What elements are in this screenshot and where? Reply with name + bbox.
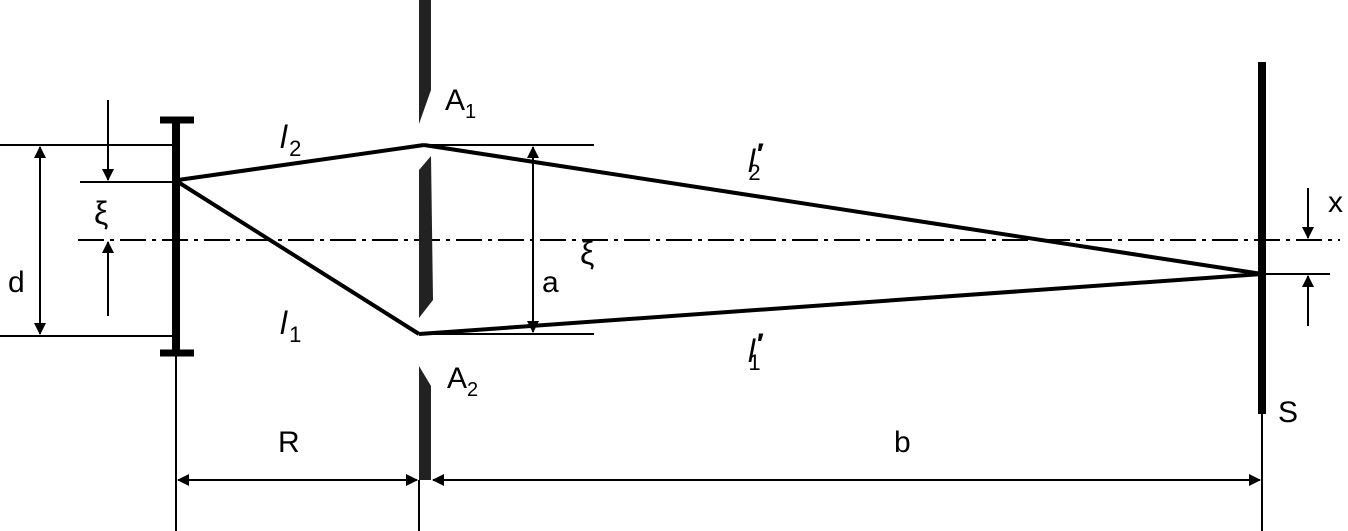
label-x: x <box>1328 186 1343 219</box>
slit-plate <box>418 0 433 531</box>
ray-l2-prime <box>423 143 1263 276</box>
label-b: b <box>894 426 911 459</box>
label-a: a <box>542 266 559 299</box>
label-l2: l2 <box>280 119 301 161</box>
label-l2-prime: l′2 <box>748 138 764 185</box>
label-xi-source: ξ <box>94 195 108 231</box>
label-a1: A1 <box>445 84 476 123</box>
slit-plate-top <box>419 0 431 124</box>
ray-l2 <box>177 143 425 182</box>
label-a2: A2 <box>447 362 478 401</box>
slit-plate-middle <box>419 156 433 318</box>
label-xi-image: ξ <box>580 235 594 271</box>
label-l1-prime: l′1 <box>748 328 764 375</box>
label-l1: l1 <box>280 305 301 347</box>
ray-l1-prime <box>418 272 1263 336</box>
slit-plate-bottom <box>419 366 431 480</box>
label-d: d <box>8 266 25 299</box>
source-plate <box>160 116 194 531</box>
ray-l1 <box>176 180 421 336</box>
label-r: R <box>278 426 300 459</box>
label-s: S <box>1278 396 1298 429</box>
